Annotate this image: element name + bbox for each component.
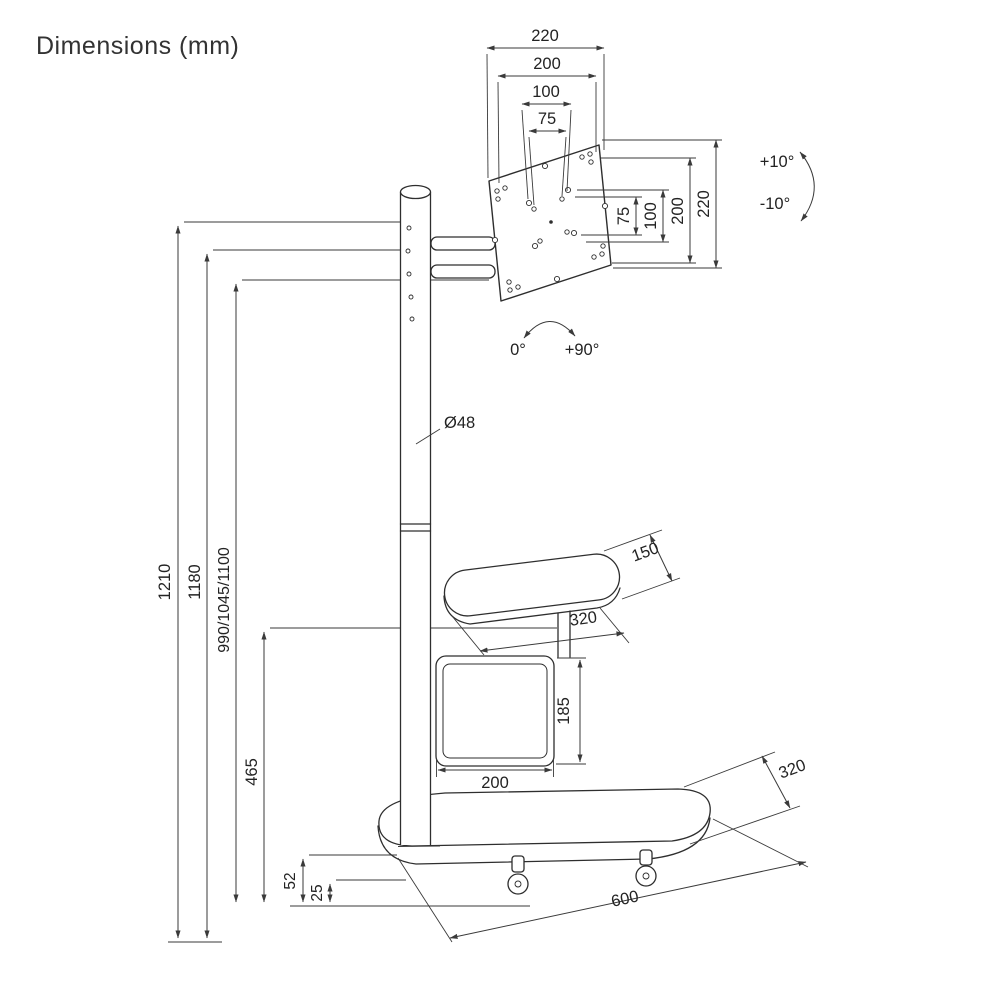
base-near-edge-over-pole bbox=[397, 845, 441, 847]
ext-line bbox=[528, 136, 535, 206]
shelf-width-dimension: 320 bbox=[451, 607, 630, 656]
ext-line bbox=[621, 577, 681, 600]
vesa-plate bbox=[488, 144, 612, 302]
ext-line bbox=[689, 805, 801, 845]
dim-label-pole-heights: 990/1045/1100 bbox=[216, 547, 233, 653]
dim-label-185: 185 bbox=[555, 697, 573, 725]
pole-body-fill bbox=[400, 190, 431, 845]
base-length-dimension: 600 bbox=[397, 818, 809, 943]
dim-label-1180: 1180 bbox=[186, 564, 204, 599]
vesa-corner-holes bbox=[494, 151, 606, 293]
vesa-pattern-holes bbox=[525, 186, 578, 250]
ext-line bbox=[603, 529, 663, 552]
tilt-arrow-arc bbox=[799, 151, 815, 222]
dim-label-600: 600 bbox=[610, 887, 641, 910]
dim-label-25: 25 bbox=[309, 884, 326, 901]
mount-arm-upper bbox=[430, 236, 496, 251]
dim-label-200h: 200 bbox=[669, 197, 687, 225]
media-holder bbox=[435, 655, 555, 767]
swivel-min-label: 0° bbox=[510, 341, 526, 359]
dim-label-220w: 220 bbox=[531, 27, 559, 45]
caster-stem bbox=[511, 855, 525, 873]
tilt-up-label: +10° bbox=[760, 153, 795, 171]
pole-diameter-callout: Ø48 bbox=[415, 414, 475, 445]
caster-right bbox=[635, 849, 657, 887]
caster-stem bbox=[639, 849, 653, 866]
tilt-down-label: -10° bbox=[760, 195, 790, 213]
dim-label-465: 465 bbox=[243, 758, 261, 786]
pole bbox=[397, 184, 441, 847]
holder-inner bbox=[442, 663, 548, 759]
swivel-max-label: +90° bbox=[565, 341, 600, 359]
dim-label-320-shelf: 320 bbox=[568, 608, 598, 630]
shelf-front-edge bbox=[443, 587, 621, 625]
pole-diameter-label: Ø48 bbox=[444, 414, 475, 432]
holder-outer bbox=[435, 655, 555, 767]
dim-line-150 bbox=[649, 534, 673, 582]
shelf-top-face bbox=[443, 553, 621, 617]
swivel-indicator: 0° +90° bbox=[510, 321, 599, 359]
holder-height-dimension: 185 bbox=[555, 657, 586, 765]
dim-line-320-base bbox=[761, 755, 791, 809]
leader-line bbox=[415, 428, 441, 445]
pole-top-cap bbox=[399, 184, 432, 200]
ext-line bbox=[486, 53, 489, 179]
dim-label-200w: 200 bbox=[533, 55, 561, 73]
pole-adjustment-holes bbox=[405, 225, 415, 322]
dim-label-200-holder: 200 bbox=[481, 774, 509, 792]
swivel-arrow-arc bbox=[523, 321, 576, 339]
dim-label-100w: 100 bbox=[532, 83, 560, 101]
shelf bbox=[443, 553, 621, 658]
vesa-height-dimensions: 75 100 200 220 bbox=[575, 139, 722, 269]
ext-line bbox=[561, 136, 567, 197]
dim-label-75w: 75 bbox=[538, 110, 556, 128]
vesa-width-dimensions: 220 200 100 75 bbox=[486, 27, 605, 206]
dim-line-600 bbox=[449, 861, 807, 939]
dim-label-220h: 220 bbox=[695, 190, 713, 218]
holder-width-dimension: 200 bbox=[436, 758, 554, 792]
caster-hub bbox=[514, 880, 522, 888]
dim-label-total-height: 1210 bbox=[156, 564, 174, 601]
dim-line-320-shelf bbox=[479, 631, 625, 653]
ext-line bbox=[683, 751, 776, 788]
ext-line bbox=[397, 857, 453, 943]
dim-label-75h: 75 bbox=[615, 207, 633, 225]
mount-arm-lower bbox=[430, 264, 496, 279]
ext-line bbox=[599, 607, 630, 644]
tilt-indicator: +10° -10° bbox=[760, 151, 815, 222]
ext-line bbox=[521, 109, 529, 200]
dim-label-150: 150 bbox=[629, 539, 661, 565]
page-title: Dimensions (mm) bbox=[36, 32, 239, 60]
ext-line bbox=[451, 615, 485, 656]
ext-line bbox=[497, 81, 500, 184]
dim-label-320-base: 320 bbox=[776, 756, 808, 782]
dim-label-52: 52 bbox=[282, 872, 299, 889]
vesa-mid-holes bbox=[491, 162, 609, 283]
dim-label-100h: 100 bbox=[642, 202, 660, 230]
ext-line bbox=[712, 818, 809, 868]
caster-hub bbox=[642, 872, 650, 880]
ext-line bbox=[566, 109, 572, 192]
mount-arms bbox=[430, 236, 496, 279]
